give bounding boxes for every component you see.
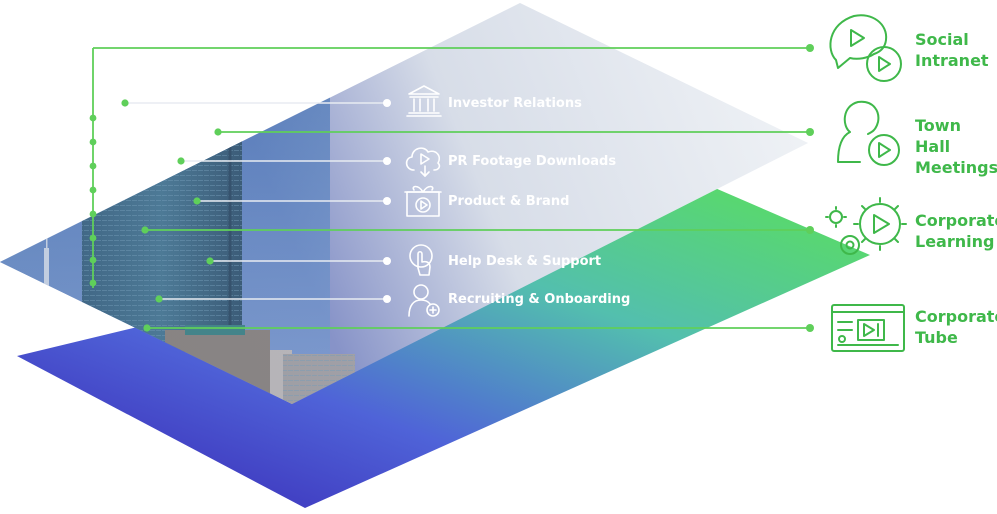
outer-connectors	[145, 131, 810, 329]
inner-label-recruiting-onboarding: Recruiting & Onboarding	[448, 292, 630, 307]
bank-building-icon	[406, 85, 442, 117]
bottom-layer	[17, 188, 870, 508]
user-add-icon	[408, 284, 440, 317]
trunk-dots	[89, 99, 222, 332]
touch-hand-icon	[409, 244, 433, 276]
person-play-icon	[837, 100, 900, 166]
outer-endpoint-dots	[806, 44, 814, 332]
cloud-download-play-icon	[405, 147, 441, 177]
inner-label-product-brand: Product & Brand	[448, 194, 569, 209]
inner-connectors	[125, 102, 387, 300]
inner-label-investor-relations: Investor Relations	[448, 96, 582, 111]
chat-bubbles-play-icon	[829, 14, 902, 82]
top-layer	[0, 3, 808, 404]
gears-play-icon	[825, 197, 907, 255]
gift-box-play-icon	[404, 185, 442, 217]
video-player-window-icon	[831, 304, 905, 352]
inner-label-help-desk-support: Help Desk & Support	[448, 254, 601, 269]
inner-label-pr-footage-downloads: PR Footage Downloads	[448, 154, 616, 169]
inner-endpoint-dots	[383, 99, 391, 303]
